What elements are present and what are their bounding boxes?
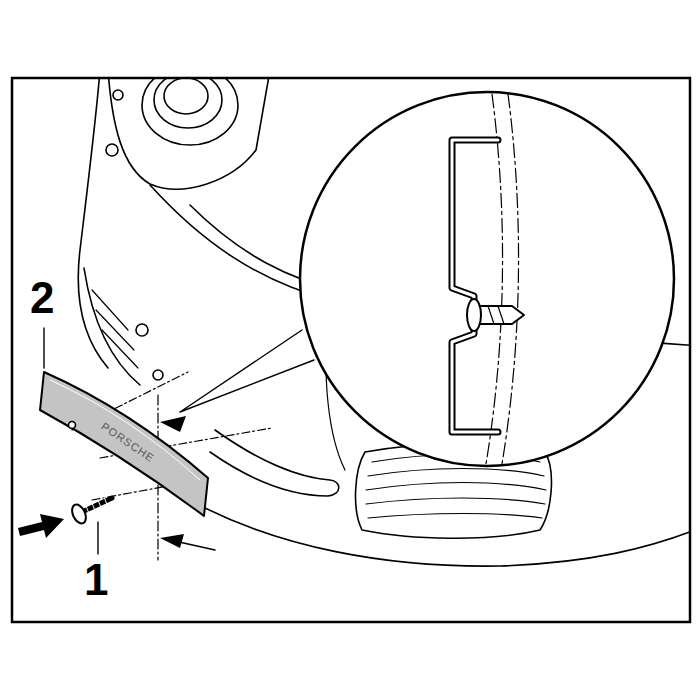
plate-lettering: PORSCHE	[99, 420, 156, 463]
screw-thread	[86, 497, 108, 516]
dimension-arrowhead	[160, 416, 186, 432]
clip-bracket-inner	[452, 140, 498, 432]
clip-bracket	[452, 140, 498, 432]
detail-circle	[300, 92, 674, 466]
headlight-lens	[154, 78, 222, 128]
washer-nozzle	[106, 144, 118, 156]
screw-head	[69, 502, 88, 525]
headlight-lens	[164, 78, 208, 114]
mount-hole	[136, 324, 148, 336]
direction-arrow	[18, 514, 64, 538]
washer-nozzle	[113, 90, 123, 100]
leader-line	[43, 328, 44, 368]
callout-number: 2	[30, 276, 54, 320]
mount-hole	[153, 370, 163, 380]
bumper-section	[486, 94, 503, 464]
bumper-lower-edge	[205, 508, 690, 566]
detail-leader	[180, 330, 314, 412]
dimension-arrowhead	[160, 534, 184, 548]
bumper-section	[502, 94, 519, 464]
push-rivet-head	[467, 299, 481, 331]
callout-number: 1	[84, 558, 108, 602]
push-rivet-shaft	[478, 306, 524, 324]
fender-edge	[78, 78, 108, 368]
headlight-lens	[142, 78, 238, 145]
frame	[12, 78, 690, 622]
screw-hole	[69, 422, 76, 429]
intake-edge	[84, 268, 140, 385]
intake-slat	[92, 290, 138, 368]
push-rivet-rib	[488, 306, 504, 324]
plate-holder	[40, 372, 208, 516]
plate-highlight	[50, 380, 200, 480]
leader-line	[97, 522, 98, 554]
headlight-housing	[108, 78, 270, 189]
air-slot	[210, 430, 339, 496]
